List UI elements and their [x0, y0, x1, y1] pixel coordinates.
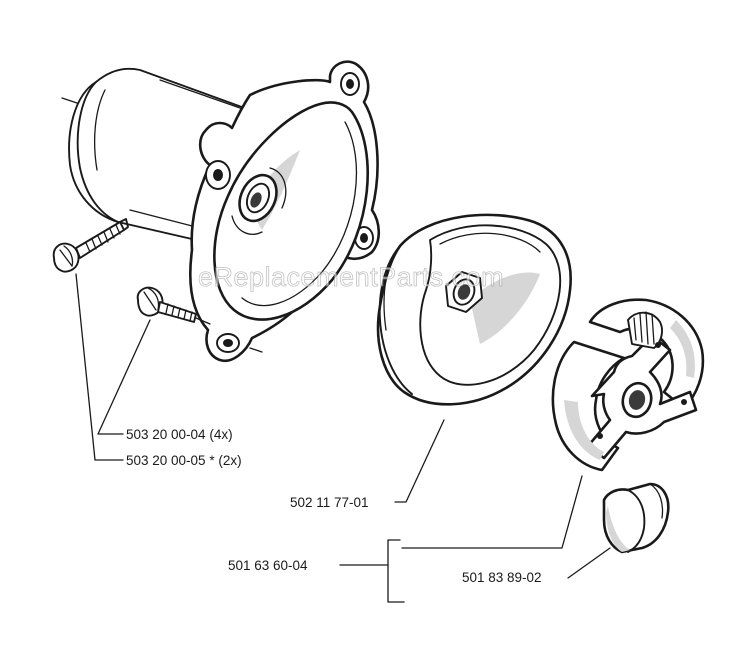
screw-long: [52, 218, 129, 273]
callout-drum: 502 11 77-01: [290, 495, 369, 510]
clutch-housing: [61, 60, 381, 363]
spring-clip-part: [602, 482, 670, 554]
callout-clutch-assembly: 501 63 60-04: [228, 558, 308, 573]
screw-short: [136, 286, 263, 353]
callout-screw-a: 503 20 00-04 (4x): [126, 427, 233, 442]
watermark-text: eReplacementParts.com: [198, 262, 504, 292]
clutch-drum: [376, 213, 572, 406]
clutch-assembly-part: [551, 298, 705, 472]
callout-screw-b: 503 20 00-05 * (2x): [126, 453, 242, 468]
callout-spring: 501 83 89-02: [462, 570, 542, 585]
leader-lines: [75, 273, 611, 603]
